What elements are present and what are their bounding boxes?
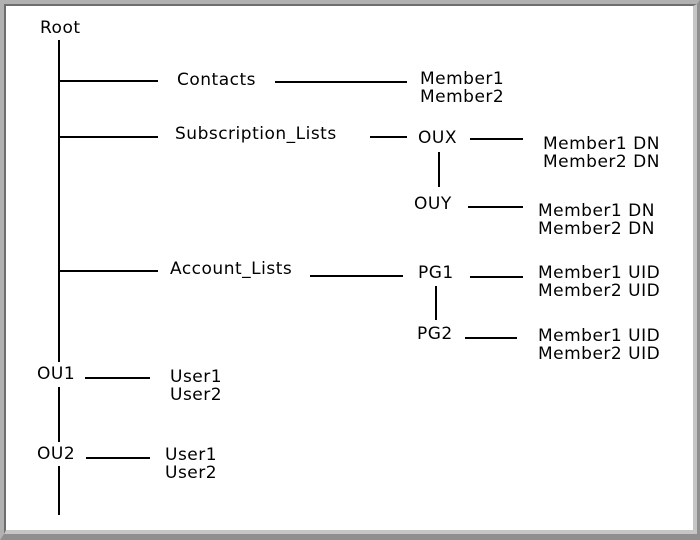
trunk-ou1-ou2-line	[58, 387, 60, 442]
member-entry: Member2 DN	[543, 152, 660, 172]
node-pg2: PG2	[417, 324, 453, 344]
member-entry: Member2 UID	[538, 344, 661, 364]
member-entry: Member1 UID	[538, 326, 661, 346]
node-pg1: PG1	[418, 263, 454, 283]
node-ou1: OU1	[37, 364, 76, 384]
member-entry: Member1 UID	[538, 263, 661, 283]
pg1-member-list: Member1 UID Member2 UID	[538, 264, 660, 300]
user-entry: User2	[170, 385, 223, 405]
user-entry: User1	[165, 445, 218, 465]
ou1-user-list: User1 User2	[170, 368, 222, 404]
node-oux: OUX	[418, 128, 457, 148]
node-ouy: OUY	[414, 194, 452, 214]
member-entry: Member2 UID	[538, 281, 661, 301]
pg2-member-list: Member1 UID Member2 UID	[538, 327, 660, 363]
member-entry: Member1 DN	[538, 201, 655, 221]
connector-pg1-members-line	[470, 276, 523, 278]
connector-account-pg1-line	[310, 275, 403, 277]
ou2-user-list: User1 User2	[165, 446, 217, 482]
trunk-root-line	[58, 40, 60, 362]
member-entry: Member1	[420, 69, 505, 89]
connector-oux-ouy-line	[438, 152, 440, 187]
node-account-lists: Account_Lists	[170, 259, 293, 279]
user-entry: User1	[170, 367, 223, 387]
branch-account-line	[58, 270, 158, 272]
connector-ou2-users-line	[86, 457, 150, 459]
node-subscription-lists: Subscription_Lists	[175, 124, 337, 144]
user-entry: User2	[165, 463, 218, 483]
member-entry: Member2 DN	[538, 219, 655, 239]
branch-subscription-line	[58, 136, 158, 138]
member-entry: Member1 DN	[543, 134, 660, 154]
connector-ou1-users-line	[85, 377, 150, 379]
trunk-below-ou2-line	[58, 466, 60, 515]
oux-member-list: Member1 DN Member2 DN	[543, 135, 660, 171]
contacts-member-list: Member1 Member2	[420, 70, 504, 106]
node-root: Root	[40, 18, 81, 38]
connector-pg1-pg2-line	[435, 286, 437, 320]
ouy-member-list: Member1 DN Member2 DN	[538, 202, 655, 238]
node-ou2: OU2	[37, 444, 76, 464]
connector-oux-members-line	[470, 138, 523, 140]
node-contacts: Contacts	[177, 70, 256, 90]
connector-subscription-oux-line	[370, 136, 407, 138]
connector-contacts-members-line	[275, 81, 407, 83]
connector-ouy-members-line	[468, 206, 523, 208]
member-entry: Member2	[420, 87, 505, 107]
connector-pg2-members-line	[465, 337, 517, 339]
branch-contacts-line	[58, 80, 158, 82]
